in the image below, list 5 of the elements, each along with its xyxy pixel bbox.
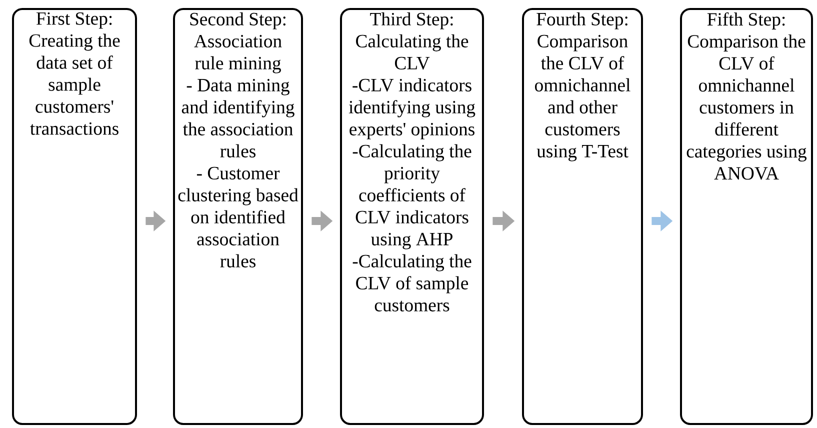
step-box: Third Step: Calculating the CLV -CLV indicators identifying using experts' opinions -Calculating the priority coefficients of CLV indicators using AHP -Calculating the CLV of sample customers [340,8,484,425]
step-box: First Step: Creating the data set of sample customers' transactions [12,8,138,425]
step-box: Fourth Step: Comparison the CLV of omnichannel and other customers using T-Test [522,8,643,425]
step-box: Second Step: Association rule mining - Data mining and identifying the association rules - Customer clustering based on identified association rules [173,8,303,425]
step-box: Fifth Step: Comparison the CLV of omnichannel customers in different categories using ANOVA [680,8,813,425]
